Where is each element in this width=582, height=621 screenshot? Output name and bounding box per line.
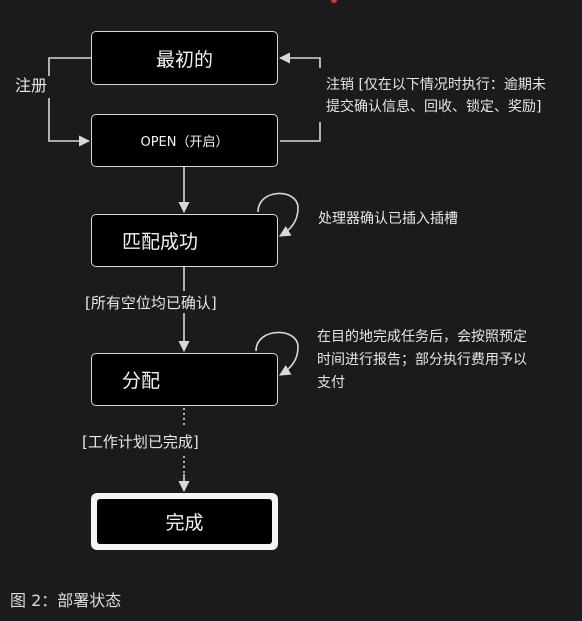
state-matched: 匹配成功 xyxy=(91,214,278,267)
state-open-label: OPEN（开启） xyxy=(140,135,229,150)
cancel-transition-label-line2: 提交确认信息、回收、锁定、奖励] xyxy=(326,99,542,115)
figure-caption: 图 2：部署状态 xyxy=(10,591,122,610)
state-completed: 完成 xyxy=(97,499,272,544)
state-completed-label: 完成 xyxy=(165,512,204,534)
arrival-report-label-line2: 时间进行报告；部分执行费用予以 xyxy=(317,352,527,368)
state-assigned: 分配 xyxy=(91,353,278,406)
state-assigned-label: 分配 xyxy=(122,370,161,392)
register-arrow-top xyxy=(48,57,91,76)
register-transition-label: 注册 xyxy=(15,76,48,95)
cancel-arrow xyxy=(280,58,321,142)
work-plan-completed-guard: [工作计划已完成] xyxy=(82,433,199,451)
state-initial-label: 最初的 xyxy=(155,48,213,71)
assigned-self-loop xyxy=(255,331,299,376)
matched-self-loop xyxy=(257,192,299,237)
cancel-transition-label-line1: 注销 [仅在以下情况时执行：逾期未 xyxy=(326,77,546,93)
state-matched-label: 匹配成功 xyxy=(122,231,199,253)
processor-confirmed-label: 处理器确认已插入插槽 xyxy=(318,211,458,227)
all-slots-confirmed-guard: [所有空位均已确认] xyxy=(85,294,217,312)
state-open: OPEN（开启） xyxy=(91,114,278,167)
register-arrow-bottom xyxy=(48,98,91,147)
top-accent-mark xyxy=(331,0,337,3)
state-initial: 最初的 xyxy=(91,31,278,85)
arrival-report-label-line3: 支付 xyxy=(317,375,345,391)
arrival-report-label-line1: 在目的地完成任务后，会按照预定 xyxy=(317,329,527,345)
